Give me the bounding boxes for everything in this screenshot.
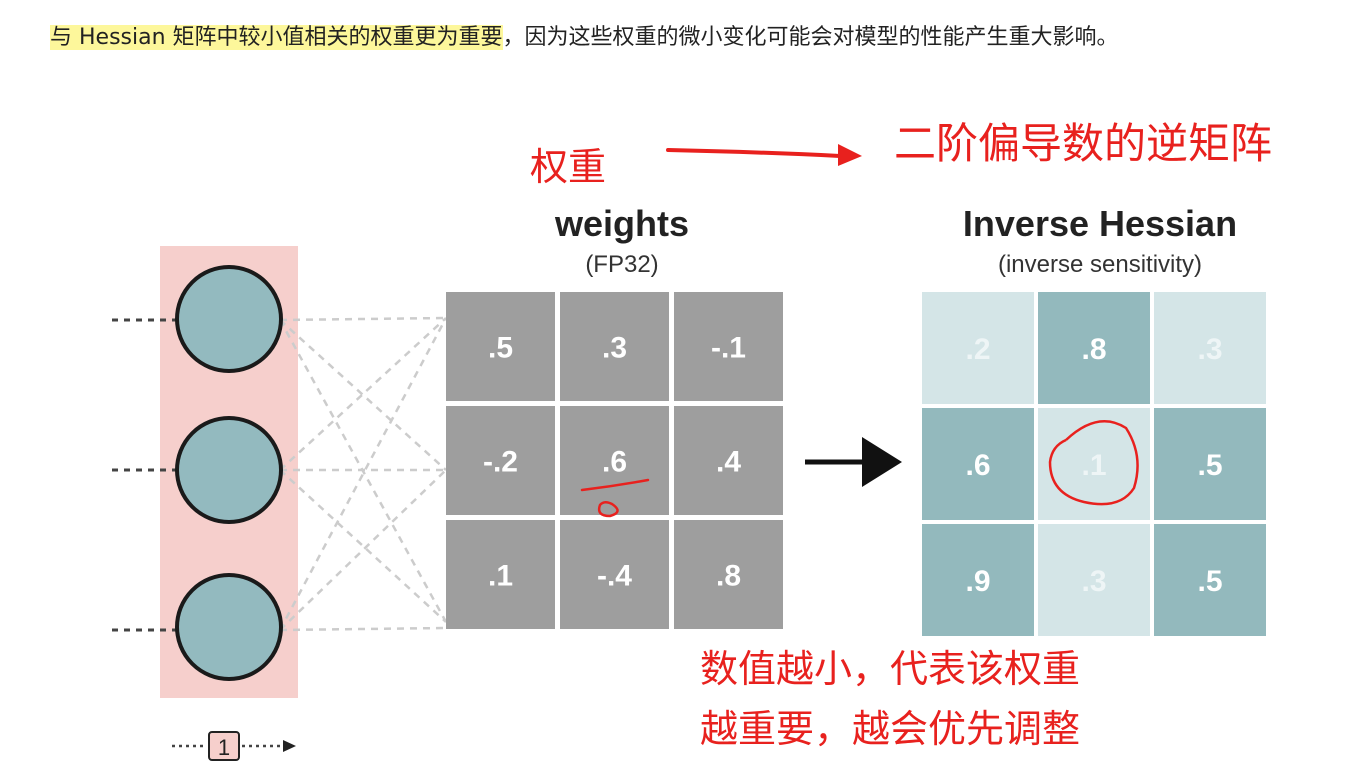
layer-index-label: 1 — [172, 731, 296, 761]
inverse-hessian-title: Inverse Hessian — [963, 203, 1237, 244]
hessian-cell — [1038, 524, 1150, 636]
weights-grid: .5 .3 -.1 -.2 .6 .4 .1 -.4 .8 — [446, 292, 783, 629]
weights-subtitle: (FP32) — [585, 251, 658, 278]
hessian-cell — [1154, 292, 1266, 404]
weight-cell — [674, 406, 783, 515]
highlighted-text: 与 Hessian 矩阵中较小值相关的权重更为重要 — [50, 25, 503, 50]
hessian-cell — [922, 292, 1034, 404]
hessian-value: .9 — [965, 565, 990, 598]
weight-cell — [446, 520, 555, 629]
neuron — [175, 265, 283, 373]
annotation-weights-cn: 权重 — [530, 147, 606, 189]
hessian-value: .3 — [1081, 565, 1106, 598]
hessian-value: .2 — [965, 333, 990, 366]
weight-cell — [446, 292, 555, 401]
hessian-value: .6 — [965, 449, 990, 482]
weight-value: .6 — [602, 446, 627, 479]
weight-value: .3 — [602, 332, 627, 365]
weight-cell — [674, 292, 783, 401]
inverse-hessian-grid: .2 .8 .3 .6 .1 .5 .9 .3 .5 — [922, 292, 1266, 636]
annotation-inverse-hessian-cn: 二阶偏导数的逆矩阵 — [894, 120, 1272, 167]
weight-cell — [560, 292, 669, 401]
weight-cell — [674, 520, 783, 629]
connection-lines — [278, 316, 448, 632]
weight-value: -.4 — [597, 560, 632, 593]
weight-value: .8 — [716, 560, 741, 593]
weights-title: weights — [554, 203, 689, 244]
weight-cell — [560, 520, 669, 629]
inverse-hessian-subtitle: (inverse sensitivity) — [998, 251, 1202, 278]
annotation-circle — [1048, 420, 1139, 506]
annotation-arrow — [666, 144, 862, 166]
weight-value: .1 — [488, 560, 513, 593]
hessian-value: .8 — [1081, 333, 1106, 366]
annotation-note-line1: 数值越小，代表该权重 — [700, 649, 1080, 691]
hessian-cell — [1154, 408, 1266, 520]
hessian-value: .5 — [1197, 565, 1222, 598]
weight-value: .5 — [488, 332, 513, 365]
layer-index: 1 — [218, 735, 230, 760]
weight-value: -.2 — [483, 446, 518, 479]
hessian-cell — [922, 408, 1034, 520]
hessian-cell — [922, 524, 1034, 636]
hessian-cell — [1038, 292, 1150, 404]
annotation-note-line2: 越重要，越会优先调整 — [700, 709, 1080, 751]
hessian-value: .1 — [1081, 449, 1106, 482]
neurons — [175, 265, 283, 681]
neuron — [175, 573, 283, 681]
weight-cell — [446, 406, 555, 515]
description-paragraph: 与 Hessian 矩阵中较小值相关的权重更为重要，因为这些权重的微小变化可能会… — [50, 20, 1310, 56]
annotation-scribble-underline — [580, 478, 650, 518]
hessian-value: .5 — [1197, 449, 1222, 482]
neuron — [175, 416, 283, 524]
hessian-cell — [1154, 524, 1266, 636]
hessian-value: .3 — [1197, 333, 1222, 366]
weight-cell — [560, 406, 669, 515]
weight-value: -.1 — [711, 332, 746, 365]
input-lines — [112, 318, 176, 632]
paragraph-rest: ，因为这些权重的微小变化可能会对模型的性能产生重大影响。 — [502, 25, 1119, 50]
weight-value: .4 — [716, 446, 741, 479]
hessian-cell — [1038, 408, 1150, 520]
